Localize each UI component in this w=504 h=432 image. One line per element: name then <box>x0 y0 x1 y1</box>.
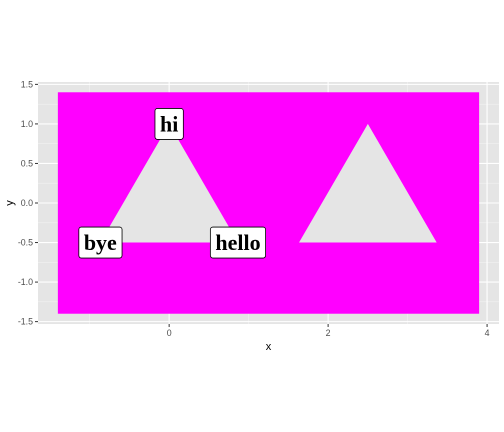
triangle <box>100 123 238 243</box>
y-axis-title: y <box>4 200 16 206</box>
y-tick-label: -0.5 <box>18 238 33 248</box>
data-label-box <box>78 226 123 259</box>
y-tick-label: 0.0 <box>21 198 33 208</box>
y-tick-label: 1.5 <box>21 79 33 89</box>
chart-labels: hi bye hello <box>78 108 266 259</box>
data-label-text: bye <box>84 230 117 255</box>
data-label: hi <box>154 108 184 140</box>
chart-marks <box>57 92 480 314</box>
y-tick-label: -1.0 <box>18 277 33 287</box>
x-tick-label: 4 <box>485 328 490 338</box>
triangle <box>299 123 437 243</box>
data-label-text: hello <box>215 230 260 255</box>
data-label-text: hi <box>160 111 178 136</box>
x-tick-label: 2 <box>326 328 331 338</box>
x-tick-label: 0 <box>167 328 172 338</box>
data-label: hello <box>209 226 266 259</box>
y-tick-label: 0.5 <box>21 158 33 168</box>
data-label-box <box>209 226 266 259</box>
y-tick-label: 1.0 <box>21 119 33 129</box>
y-tick-label: -1.5 <box>18 317 33 327</box>
chart-axes: 0 2 4 -1.5 -1.0 -0.5 0.0 0.5 1.0 1.5 <box>18 79 490 338</box>
x-axis-title: x <box>266 341 272 353</box>
data-label-box <box>154 108 184 140</box>
magenta-rectangle <box>57 92 480 314</box>
data-label: bye <box>78 226 123 259</box>
